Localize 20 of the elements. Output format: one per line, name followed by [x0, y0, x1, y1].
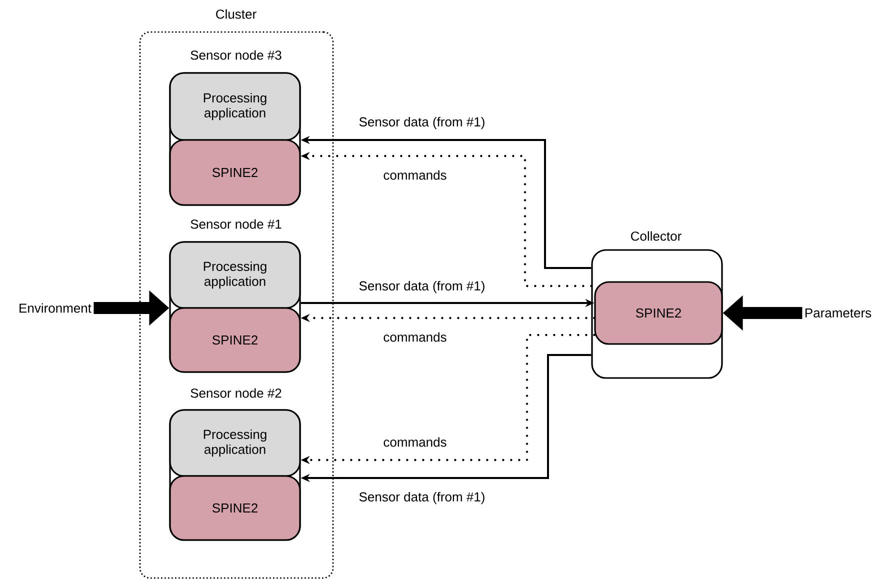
node-title: Sensor node #2 [190, 388, 282, 398]
processing-box: Processing application [169, 241, 301, 309]
spine-box: SPINE2 [169, 475, 301, 541]
node-title: Collector [631, 231, 682, 241]
node-title: Sensor node #3 [190, 50, 282, 60]
node-title: Cluster [216, 9, 256, 19]
spine-box: SPINE2 [594, 281, 723, 345]
edge-label: commands [382, 436, 448, 448]
endpoint-text: Environment [20, 303, 92, 313]
edge-label: Sensor data (from #1) [358, 280, 486, 294]
edge-label: commands [382, 169, 448, 181]
edge-label: commands [382, 331, 448, 343]
spine-box: SPINE2 [169, 307, 301, 373]
processing-box: Processing application [169, 72, 301, 141]
node-title: Sensor node #1 [190, 219, 282, 229]
spine-box: SPINE2 [169, 139, 301, 206]
edge-label: Sensor data (from #1) [358, 116, 486, 130]
processing-box: Processing application [169, 409, 301, 477]
edge-label: Sensor data (from #1) [358, 490, 486, 506]
endpoint-text: Parameters [805, 308, 872, 318]
